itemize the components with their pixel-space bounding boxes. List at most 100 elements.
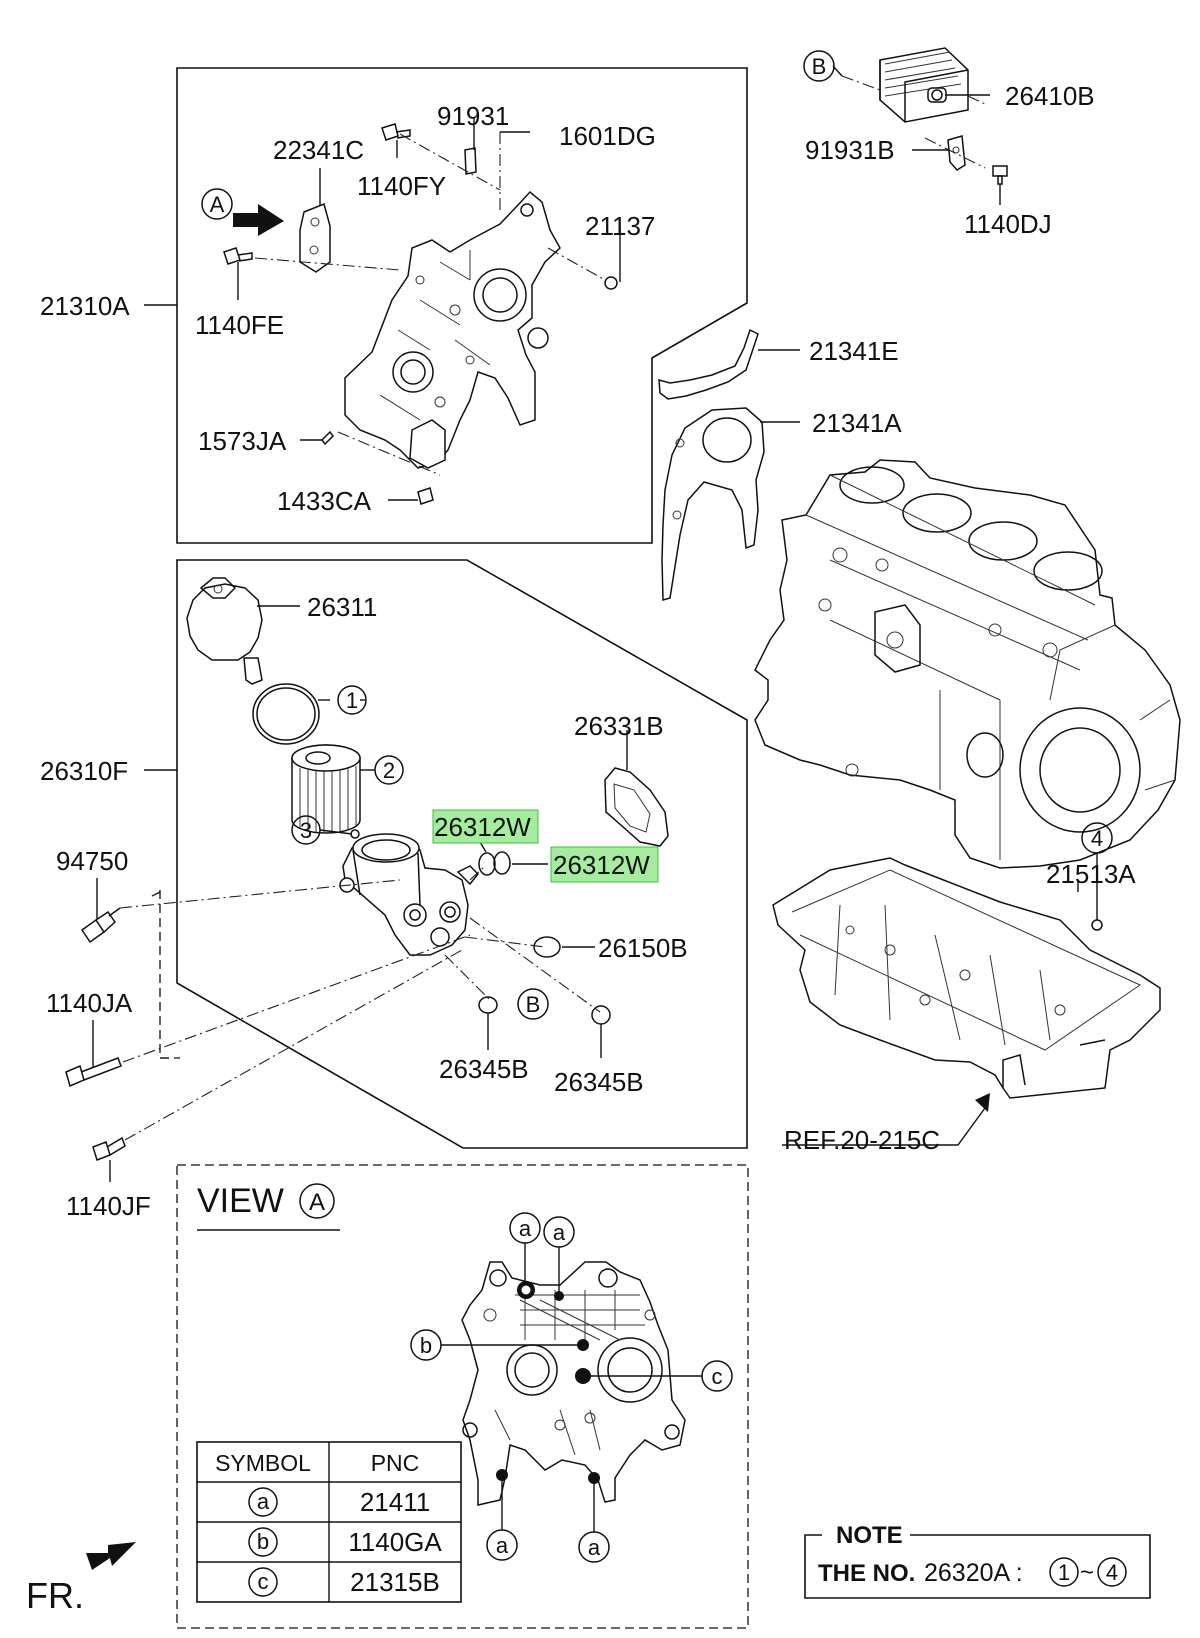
oil-filter-group-frame (176, 559, 748, 1149)
oring-26312W-b (493, 851, 511, 875)
pin-b-circle (410, 1329, 442, 1361)
table-row-0-pnc: 21411 (360, 1487, 430, 1517)
gasket-21341A (661, 407, 765, 601)
note-to: 4 (1106, 1560, 1118, 1585)
pin-a-1-label: a (519, 1216, 532, 1241)
label-1140JA: 1140JA (46, 988, 133, 1018)
label-1140JF: 1140JF (66, 1191, 151, 1221)
filter-cap-26311 (186, 577, 263, 685)
label-91931: 91931 (437, 101, 509, 131)
gasket-26331B (604, 767, 669, 847)
label-21341E: 21341E (809, 336, 899, 366)
dowel-1433CA (417, 487, 434, 505)
label-1601DG: 1601DG (559, 121, 656, 151)
pin-1573JA (321, 430, 334, 446)
sensor-dash-ends (147, 891, 180, 1059)
pin-a-1-circle (509, 1212, 541, 1244)
callout-4: 4 (1091, 826, 1103, 851)
filter-element-2 (291, 744, 361, 834)
pin-a-2-circle (543, 1216, 575, 1248)
callout-b-top-circle (803, 50, 835, 82)
pin-leaders (441, 1243, 702, 1532)
label-ref: REF.20-215C (784, 1125, 940, 1155)
label-91931B: 91931B (805, 135, 895, 165)
note-prefix: THE NO. (818, 1560, 915, 1587)
table-row-2-pnc: 21315B (350, 1567, 440, 1597)
callout-2: 2 (383, 758, 395, 783)
assembly-lines-cover (254, 132, 606, 476)
view-title: VIEW (197, 1182, 284, 1220)
bolt-1140JA (65, 1057, 122, 1088)
oring-26345B-a (478, 996, 498, 1014)
oring-1 (252, 683, 320, 745)
callout-3: 3 (300, 818, 312, 843)
filter-housing (339, 833, 480, 956)
label-21137: 21137 (585, 211, 655, 241)
pin-a-1-ring (520, 1284, 532, 1296)
highlight-26312W-b (550, 846, 659, 883)
label-26311: 26311 (307, 592, 377, 622)
bracket-91931 (464, 147, 477, 175)
note-title: NOTE (836, 1522, 903, 1549)
label-1140DJ: 1140DJ (964, 209, 1052, 239)
plug-21513A (1091, 919, 1103, 931)
bolt-1140JF (92, 1136, 126, 1161)
sensor-94750 (80, 907, 121, 944)
callout-1: 1 (346, 688, 358, 713)
pin-c-label: c (712, 1364, 723, 1389)
callout-b-filter-circle (517, 988, 549, 1020)
symbol-table: SYMBOL PNC a 21411 b 1140GA c 21315B (196, 1441, 462, 1603)
timing-cover-group-frame (176, 67, 748, 544)
oring-21137 (604, 276, 618, 290)
oring-1-inner (256, 687, 316, 741)
label-26345B-a: 26345B (439, 1054, 529, 1084)
oring-3 (350, 829, 360, 839)
callout-3-circle (291, 815, 321, 845)
assembly-lines-filter (119, 865, 601, 1141)
gasket-21341E (658, 328, 759, 400)
label-26312W-a: 26312W (434, 812, 531, 842)
note-box: NOTE THE NO. 26320A : 1 ~ 4 (804, 1522, 1151, 1599)
oil-pan (772, 857, 1161, 1099)
label-26331B: 26331B (574, 711, 664, 741)
view-ref-circle (299, 1183, 335, 1219)
label-26410B: 26410B (1005, 81, 1095, 111)
table-row-2-symbol: c (258, 1569, 269, 1594)
pin-a-3-circle (486, 1529, 518, 1561)
pin-a-4-label: a (588, 1535, 601, 1560)
bolt-1140DJ (992, 165, 1008, 185)
callout-b-top: B (812, 54, 827, 79)
bolt-1140FE (223, 247, 253, 265)
pin-a-4-circle (578, 1531, 610, 1563)
view-a-cover (461, 1261, 686, 1506)
callout-4-circle (1081, 822, 1113, 854)
label-21310A: 21310A (40, 291, 130, 321)
front-arrow (86, 1542, 136, 1570)
note-tilde: ~ (1080, 1559, 1094, 1586)
label-22341C: 22341C (273, 135, 364, 165)
bracket-91931B (947, 135, 966, 171)
view-ref: A (309, 1189, 325, 1216)
table-row-1-pnc: 1140GA (348, 1527, 442, 1557)
label-94750: 94750 (56, 846, 128, 876)
table-header-symbol: SYMBOL (215, 1450, 311, 1476)
pin-c-circle (701, 1360, 733, 1392)
leader-lines (92, 65, 1098, 1182)
sensor-bracket-line (159, 890, 170, 1059)
cylinder-block (754, 459, 1181, 869)
callout-a-circle (201, 188, 233, 220)
view-a-arrow (233, 204, 284, 236)
label-26312W-b: 26312W (553, 850, 650, 880)
pin-b-label: b (420, 1333, 432, 1358)
callout-a: A (210, 192, 225, 217)
label-21341A: 21341A (812, 408, 902, 438)
bracket-22341C (299, 202, 331, 273)
table-header-pnc: PNC (371, 1450, 420, 1476)
label-1140FE: 1140FE (195, 310, 284, 340)
highlight-26312W-a (432, 809, 539, 844)
assembly-line-cooler (841, 75, 986, 169)
note-part: 26320A : (924, 1559, 1023, 1587)
front-case-21310A (344, 190, 561, 469)
label-26345B-b: 26345B (554, 1067, 644, 1097)
